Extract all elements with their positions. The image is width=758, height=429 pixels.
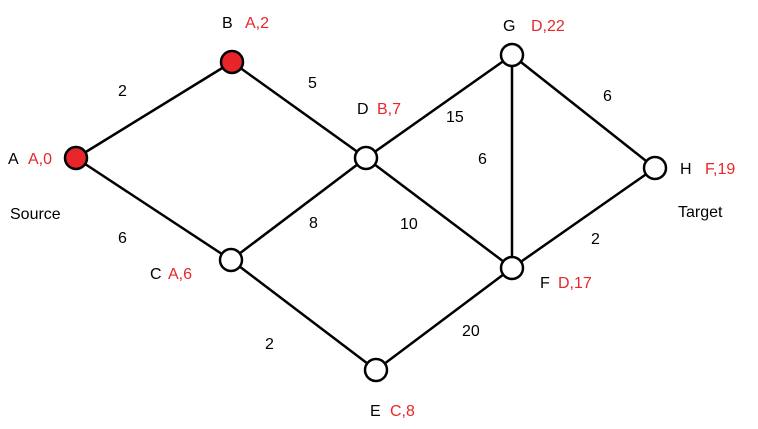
node-H bbox=[642, 155, 668, 181]
node-distance-H: F,19 bbox=[705, 161, 735, 178]
edge-weight-G-F: 6 bbox=[478, 151, 487, 168]
node-G bbox=[499, 42, 525, 68]
node-distance-E: C,8 bbox=[390, 403, 415, 420]
node-label-B: B bbox=[222, 15, 233, 32]
node-F bbox=[499, 255, 525, 281]
node-distance-D: B,7 bbox=[377, 101, 401, 118]
edge-C-E bbox=[230, 259, 377, 371]
node-B bbox=[219, 49, 245, 75]
edge-weight-A-B: 2 bbox=[118, 83, 127, 100]
node-distance-F: D,17 bbox=[558, 275, 592, 292]
edge-D-G bbox=[365, 53, 513, 160]
node-label-G: G bbox=[503, 18, 515, 35]
node-C bbox=[218, 247, 244, 273]
node-D bbox=[353, 145, 379, 171]
node-distance-C: A,6 bbox=[168, 266, 192, 283]
edge-C-D bbox=[230, 157, 367, 261]
node-label-C: C bbox=[150, 266, 162, 283]
node-distance-B: A,2 bbox=[245, 15, 269, 32]
edge-weight-F-H: 2 bbox=[591, 231, 600, 248]
edge-A-C bbox=[75, 156, 232, 262]
edge-G-H bbox=[511, 54, 656, 169]
edge-A-B bbox=[75, 60, 233, 160]
edge-weight-A-C: 6 bbox=[118, 230, 127, 247]
node-distance-A: A,0 bbox=[28, 151, 52, 168]
edge-B-D bbox=[231, 60, 367, 160]
edge-weight-C-E: 2 bbox=[265, 336, 274, 353]
node-note-H: Target bbox=[678, 204, 723, 221]
node-label-A: A bbox=[8, 151, 19, 168]
node-label-F: F bbox=[540, 275, 550, 292]
node-distance-G: D,22 bbox=[531, 18, 565, 35]
edge-F-H bbox=[511, 166, 656, 270]
node-label-E: E bbox=[370, 403, 381, 420]
node-note-A: Source bbox=[10, 206, 61, 223]
edge-weight-D-G: 15 bbox=[446, 109, 464, 126]
node-E bbox=[363, 357, 389, 383]
edge-weight-E-F: 20 bbox=[462, 323, 480, 340]
node-A bbox=[63, 145, 89, 171]
node-label-H: H bbox=[680, 161, 692, 178]
edge-weight-D-F: 10 bbox=[400, 216, 418, 233]
edge-weight-B-D: 5 bbox=[308, 75, 317, 92]
edge-E-F bbox=[375, 267, 513, 371]
edge-weight-C-D: 8 bbox=[309, 215, 318, 232]
node-label-D: D bbox=[357, 101, 369, 118]
edge-D-F bbox=[365, 157, 513, 269]
edge-weight-G-H: 6 bbox=[603, 88, 612, 105]
